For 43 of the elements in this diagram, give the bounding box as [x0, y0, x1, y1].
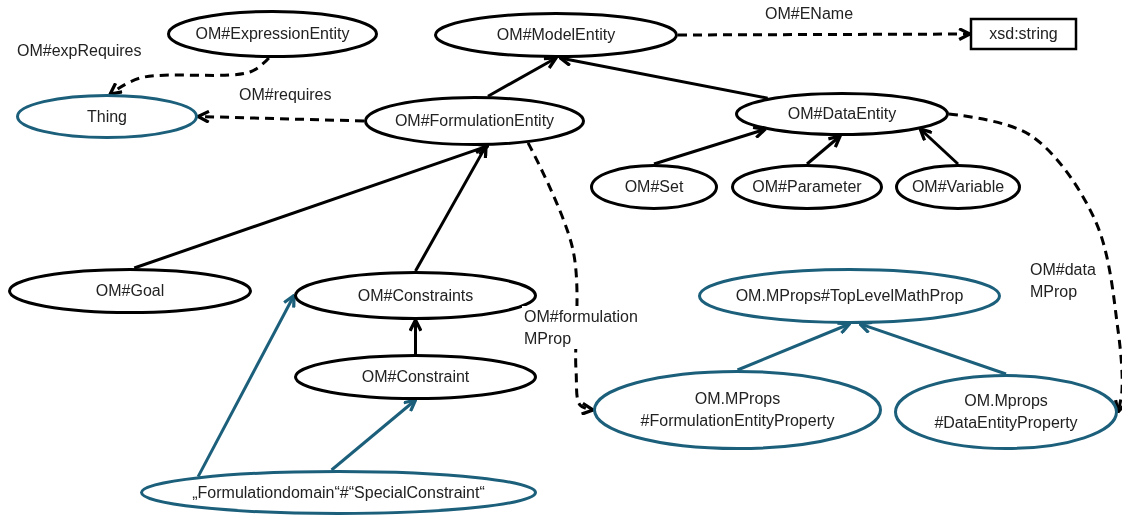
arrow [196, 109, 365, 124]
class-name: OM#ExpressionEntity [195, 24, 350, 45]
class-name: OM#ModelEntity [496, 25, 616, 46]
class-name: Thing [87, 106, 127, 127]
class-name: OM.MProps#TopLevelMathProp [735, 286, 964, 307]
arrow [196, 293, 296, 478]
class-ellipse [894, 374, 1118, 450]
class-name: OM#Set [624, 177, 684, 198]
class-name: „Formulationdomain“#“SpecialConstraint“ [192, 482, 485, 503]
arrow [408, 318, 423, 354]
arrow [526, 142, 595, 416]
class-ellipse [590, 164, 718, 210]
arrow [108, 56, 270, 96]
datatype-box [970, 18, 1077, 50]
class-ellipse [140, 470, 537, 515]
class-ellipse [167, 10, 378, 58]
class-name: xsd:string [989, 24, 1058, 45]
class-name: OM#Goal [95, 281, 165, 302]
class-name: OM.MProps #FormulationEntityProperty [639, 389, 836, 431]
class-ellipse [731, 164, 883, 210]
arrow [653, 125, 767, 166]
class-ellipse [698, 268, 1001, 324]
class-name: OM#Constraints [357, 285, 474, 306]
class-ellipse [16, 94, 198, 139]
class-name: OM#Variable [911, 177, 1005, 198]
class-ellipse [593, 370, 882, 450]
class-name: OM.Mprops #DataEntityProperty [933, 391, 1079, 433]
class-name: OM#FormulationEntity [394, 111, 555, 132]
class-ellipse [895, 164, 1021, 210]
class-name: OM#Parameter [752, 177, 862, 198]
class-ellipse [364, 96, 585, 146]
class-ellipse [294, 354, 537, 400]
arrow [948, 112, 1122, 414]
arrow [330, 398, 418, 472]
class-name: OM#DataEntity [787, 104, 897, 125]
arrow [806, 134, 842, 166]
class-ellipse [434, 12, 678, 58]
arrow [918, 127, 959, 166]
class-name: OM#Constraint [361, 367, 470, 388]
class-ellipse [8, 268, 252, 314]
class-ellipse [735, 92, 949, 136]
arrow [678, 27, 972, 42]
arrow [487, 56, 558, 98]
